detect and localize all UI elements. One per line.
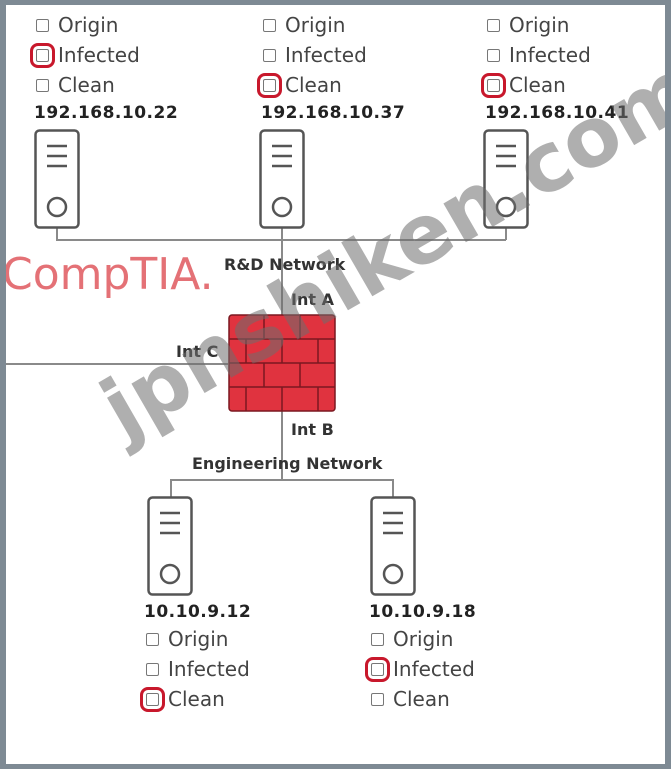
option-infected[interactable]: Infected xyxy=(30,42,140,68)
checkbox[interactable] xyxy=(263,18,276,32)
int-a-label: Int A xyxy=(291,290,334,309)
checkbox[interactable] xyxy=(487,48,500,62)
option-label: Origin xyxy=(509,13,570,37)
checkbox[interactable] xyxy=(36,78,49,92)
option-origin[interactable]: Origin xyxy=(371,627,453,651)
server-icon[interactable] xyxy=(483,129,529,229)
server-icon[interactable] xyxy=(147,496,193,596)
checkbox[interactable] xyxy=(371,632,384,646)
checkbox-selected[interactable] xyxy=(257,72,282,98)
host2-drop-line xyxy=(281,227,283,240)
option-clean[interactable]: Clean xyxy=(36,73,115,97)
int-c-label: Int C xyxy=(176,342,219,361)
option-infected[interactable]: Infected xyxy=(365,656,475,682)
checkbox[interactable] xyxy=(146,632,159,646)
server-icon[interactable] xyxy=(370,496,416,596)
host-ip: 192.168.10.37 xyxy=(261,103,406,123)
diagram-frame: CompTIA. R&D Network Engineering Network… xyxy=(6,5,665,764)
firewall-icon xyxy=(228,314,336,412)
host-ip: 192.168.10.41 xyxy=(485,103,630,123)
server-icon[interactable] xyxy=(34,129,80,229)
option-label: Origin xyxy=(58,13,119,37)
option-label: Clean xyxy=(509,73,566,97)
option-label: Origin xyxy=(168,627,229,651)
engineering-network-label: Engineering Network xyxy=(192,454,383,473)
int-b-line xyxy=(281,410,283,480)
option-label: Clean xyxy=(58,73,115,97)
option-label: Infected xyxy=(393,657,475,681)
option-label: Infected xyxy=(168,657,250,681)
option-clean[interactable]: Clean xyxy=(257,72,342,98)
checkbox[interactable] xyxy=(487,18,500,32)
rd-network-label: R&D Network xyxy=(224,255,346,274)
option-origin[interactable]: Origin xyxy=(487,13,569,37)
option-label: Origin xyxy=(285,13,346,37)
server-icon[interactable] xyxy=(259,129,305,229)
host4-drop-line xyxy=(170,479,172,499)
option-label: Infected xyxy=(285,43,367,67)
option-infected[interactable]: Infected xyxy=(146,657,250,681)
comptia-logo: CompTIA. xyxy=(6,249,214,300)
checkbox-selected[interactable] xyxy=(140,686,165,712)
option-infected[interactable]: Infected xyxy=(263,43,367,67)
host1-drop-line xyxy=(56,227,58,240)
int-a-line xyxy=(281,239,283,315)
host-ip: 192.168.10.22 xyxy=(34,103,179,123)
checkbox[interactable] xyxy=(146,662,159,676)
option-origin[interactable]: Origin xyxy=(263,13,345,37)
checkbox-selected[interactable] xyxy=(30,42,55,68)
host5-drop-line xyxy=(392,479,394,499)
option-clean[interactable]: Clean xyxy=(371,687,450,711)
option-origin[interactable]: Origin xyxy=(36,13,118,37)
checkbox[interactable] xyxy=(36,18,49,32)
option-label: Clean xyxy=(393,687,450,711)
host3-drop-line xyxy=(505,227,507,240)
checkbox[interactable] xyxy=(371,692,384,706)
checkbox[interactable] xyxy=(263,48,276,62)
int-c-line xyxy=(6,363,228,365)
int-b-label: Int B xyxy=(291,420,334,439)
checkbox-selected[interactable] xyxy=(481,72,506,98)
eng-bus-line xyxy=(170,479,393,481)
option-label: Infected xyxy=(509,43,591,67)
option-label: Clean xyxy=(168,687,225,711)
option-label: Clean xyxy=(285,73,342,97)
option-clean[interactable]: Clean xyxy=(140,686,225,712)
option-infected[interactable]: Infected xyxy=(487,43,591,67)
host-ip: 10.10.9.12 xyxy=(144,602,252,622)
option-label: Origin xyxy=(393,627,454,651)
option-label: Infected xyxy=(58,43,140,67)
option-origin[interactable]: Origin xyxy=(146,627,228,651)
checkbox-selected[interactable] xyxy=(365,656,390,682)
host-ip: 10.10.9.18 xyxy=(369,602,477,622)
option-clean[interactable]: Clean xyxy=(481,72,566,98)
